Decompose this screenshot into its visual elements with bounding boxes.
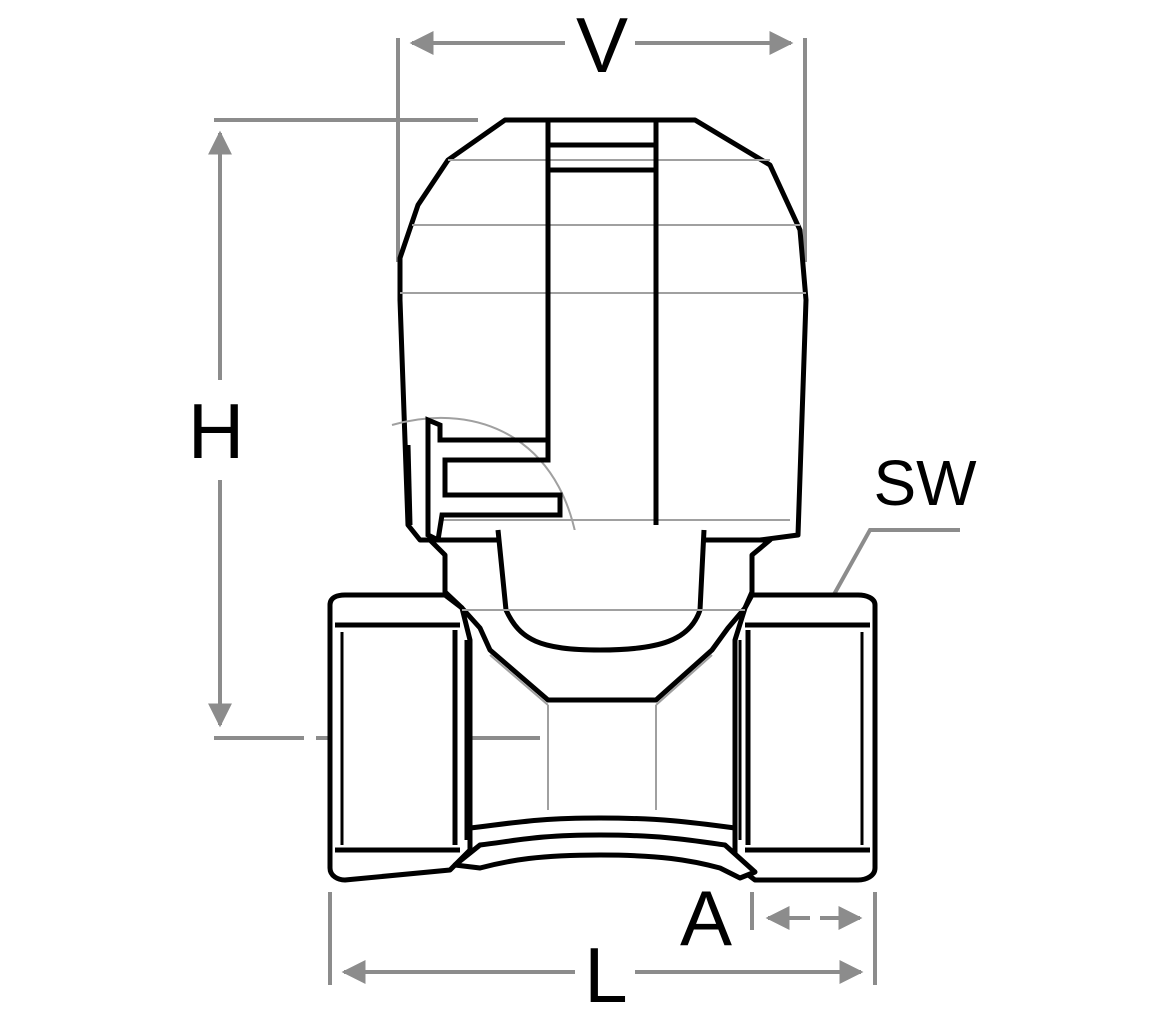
dimension-lines [208,31,960,985]
bonnet-cup [495,529,707,653]
label-a: A [680,874,732,962]
label-h: H [188,387,244,475]
left-port [327,592,473,883]
valve-body [327,529,878,883]
valve-details [335,609,870,853]
label-l: L [584,931,627,1012]
actuator-head [397,117,809,543]
actuator-details [391,122,806,566]
body-bottom [452,832,758,881]
label-sw: SW [873,447,977,519]
sw-leader-line [830,528,960,599]
label-v: V [576,1,628,89]
actuator-housing [397,117,809,543]
right-port [732,592,878,883]
